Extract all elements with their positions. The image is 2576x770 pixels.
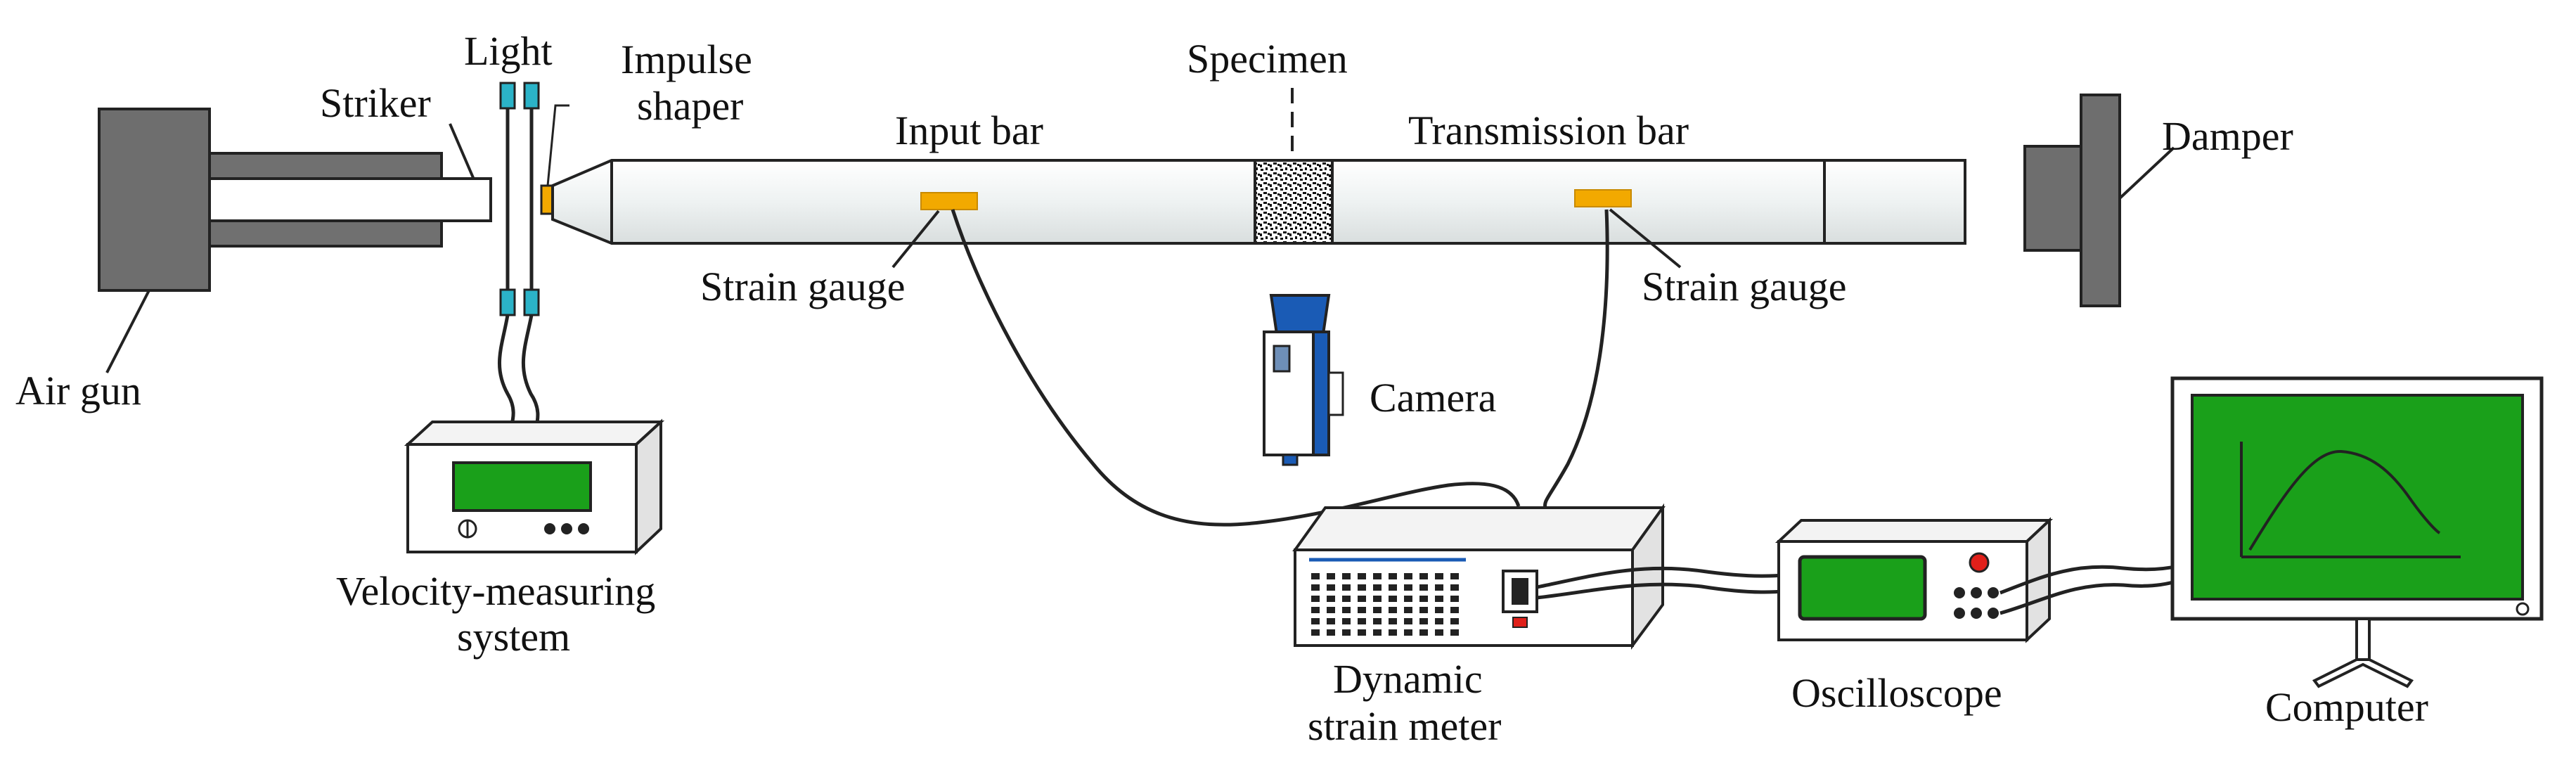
dynamic-label-line2: strain meter (1308, 703, 1501, 749)
light-label: Light (464, 28, 553, 74)
keypad-key (1327, 584, 1335, 591)
keypad-key (1327, 618, 1335, 624)
keypad-key (1311, 629, 1320, 636)
strain-gauge-left-icon (920, 192, 978, 210)
keypad-key (1342, 573, 1351, 579)
keypad-key (1373, 629, 1382, 636)
keypad-key (1435, 584, 1443, 591)
keypad-key (1450, 629, 1459, 636)
air-gun-label: Air gun (15, 368, 141, 413)
keypad-key (1342, 596, 1351, 602)
keypad-key (1419, 584, 1428, 591)
keypad-key (1404, 629, 1412, 636)
input-bar-label: Input bar (895, 108, 1043, 153)
light-gate-icon (499, 82, 540, 316)
keypad-key (1311, 584, 1320, 591)
keypad-key (1311, 607, 1320, 613)
air-gun-icon (98, 108, 492, 292)
keypad-key (1389, 607, 1397, 613)
keypad-key (1404, 596, 1412, 602)
keypad-key (1419, 618, 1428, 624)
keypad-key (1435, 573, 1443, 579)
specimen-label: Specimen (1187, 36, 1348, 82)
damper-leader (2118, 146, 2175, 200)
striker-label: Striker (320, 80, 431, 126)
damper-label: Damper (2162, 113, 2293, 159)
computer-label: Computer (2265, 684, 2428, 730)
transmission-bar-label: Transmission bar (1408, 108, 1689, 153)
oscilloscope-label: Oscilloscope (1791, 670, 2002, 716)
keypad-key (1342, 629, 1351, 636)
keypad-key (1419, 607, 1428, 613)
impulse-shaper-label-line1: Impulse (621, 37, 752, 82)
impulse-shaper-label-line2: shaper (637, 83, 743, 129)
keypad-key (1342, 618, 1351, 624)
strain-gauge-right-icon (1574, 189, 1632, 207)
camera-label: Camera (1370, 375, 1496, 421)
keypad-key (1327, 607, 1335, 613)
keypad-key (1435, 629, 1443, 636)
keypad-key (1373, 618, 1382, 624)
keypad-key (1373, 584, 1382, 591)
keypad-key (1389, 618, 1397, 624)
keypad-key (1404, 584, 1412, 591)
keypad-key (1358, 607, 1366, 613)
keypad-key (1327, 629, 1335, 636)
keypad-key (1358, 629, 1366, 636)
keypad-key (1373, 596, 1382, 602)
oscilloscope-icon (1775, 517, 2054, 643)
damper-icon (2023, 94, 2121, 307)
keypad-key (1327, 596, 1335, 602)
keypad-key (1389, 596, 1397, 602)
left-gauge-cable (951, 209, 1521, 527)
keypad-key (1419, 573, 1428, 579)
keypad-key (1450, 618, 1459, 624)
keypad-key (1311, 573, 1320, 579)
striker-leader (449, 123, 475, 180)
camera-icon (1263, 294, 1344, 466)
dynamic-label-line1: Dynamic (1333, 656, 1483, 702)
keypad-key (1419, 596, 1428, 602)
keypad-key (1450, 584, 1459, 591)
keypad-key (1311, 596, 1320, 602)
keypad-key (1358, 596, 1366, 602)
air-gun-leader (105, 290, 150, 373)
velocity-box-icon (404, 418, 665, 556)
keypad-key (1389, 629, 1397, 636)
strain-gauge-left-label: Strain gauge (700, 264, 906, 309)
keypad-key (1435, 618, 1443, 624)
keypad-key (1311, 618, 1320, 624)
keypad-key (1389, 573, 1397, 579)
velocity-label-line1: Velocity-measuring (336, 568, 655, 614)
keypad-key (1342, 584, 1351, 591)
keypad-key (1327, 573, 1335, 579)
computer-icon (2170, 376, 2544, 688)
keypad-key (1435, 596, 1443, 602)
keypad-key (1373, 573, 1382, 579)
keypad-key (1358, 618, 1366, 624)
specimen-icon (1254, 159, 1334, 245)
keypad-key (1358, 573, 1366, 579)
input-bar (551, 159, 1256, 245)
keypad-key (1435, 607, 1443, 613)
transmission-bar (1331, 159, 1966, 245)
impulse-shaper-icon (540, 184, 554, 215)
keypad-key (1373, 607, 1382, 613)
keypad-key (1404, 618, 1412, 624)
keypad-key (1419, 629, 1428, 636)
strain-gauge-right-label: Strain gauge (1642, 264, 1847, 309)
strain-meter-icon (1292, 503, 1666, 650)
keypad-key (1404, 573, 1412, 579)
right-gauge-cable (1543, 209, 1609, 508)
keypad-key (1450, 607, 1459, 613)
keypad-key (1358, 584, 1366, 591)
velocity-label-line2: system (457, 614, 570, 660)
keypad-key (1404, 607, 1412, 613)
keypad-key (1389, 584, 1397, 591)
keypad-key (1450, 596, 1459, 602)
keypad-key (1450, 573, 1459, 579)
keypad-key (1342, 607, 1351, 613)
